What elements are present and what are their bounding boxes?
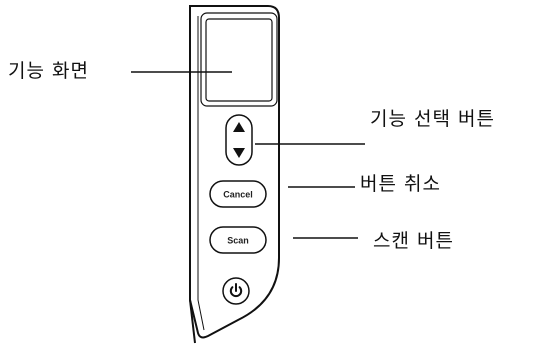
- power-icon: [229, 283, 243, 298]
- triangle-up-icon[interactable]: [233, 122, 245, 132]
- cancel-button[interactable]: [209, 180, 267, 208]
- function-select-label: 기능 선택 버튼: [370, 108, 495, 130]
- lcd-screen: [205, 18, 273, 102]
- device-panel-inner-edge: [197, 16, 205, 331]
- device-panel-outer-edge: [189, 299, 196, 344]
- triangle-down-icon[interactable]: [233, 148, 245, 158]
- scan-button-label: Scan: [227, 236, 249, 246]
- scan-button[interactable]: [209, 226, 267, 254]
- display-label: 기능 화면: [8, 60, 89, 82]
- function-select-button[interactable]: [225, 114, 253, 166]
- scan-label: 스캔 버튼: [373, 230, 454, 252]
- cancel-button-label: Cancel: [223, 190, 253, 200]
- cancel-label: 버튼 취소: [360, 173, 441, 195]
